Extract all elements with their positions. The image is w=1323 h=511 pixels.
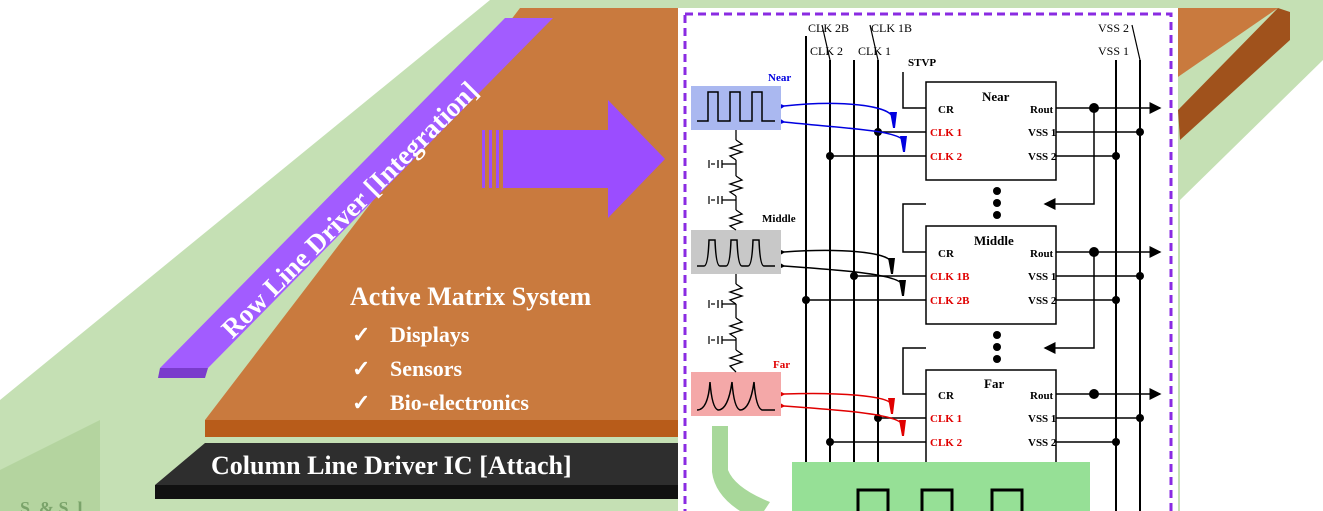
- stage-block-far: Far CR CLK 1 CLK 2 Rout VSS 1 VSS 2: [925, 369, 1057, 469]
- block-middle-title: Middle: [974, 233, 1014, 248]
- block-near-clk-a: CLK 1: [930, 127, 962, 139]
- block-near-vss1: VSS 1: [1028, 127, 1056, 139]
- block-far-cr: CR: [938, 390, 955, 402]
- stage-block-near: Near CR CLK 1 CLK 2 Rout VSS 1 VSS 2: [925, 81, 1057, 181]
- stvp-line: [902, 72, 926, 109]
- block-near-clk-b: CLK 2: [930, 151, 963, 163]
- block-middle-vss2: VSS 2: [1028, 295, 1057, 307]
- vertical-ellipsis-1: [993, 187, 1001, 219]
- block-far-vss1: VSS 1: [1028, 413, 1056, 425]
- vertical-ellipsis-2: [993, 331, 1001, 363]
- waveform-far-label: Far: [773, 359, 790, 371]
- block-middle-dots: [802, 247, 1144, 304]
- bus-lead-ins: [821, 24, 1141, 61]
- block-far-vss2: VSS 2: [1028, 437, 1057, 449]
- feature-item: ✓ Sensors: [352, 352, 529, 386]
- stage-block-middle: Middle CR CLK 1B CLK 2B Rout VSS 1 VSS 2: [925, 225, 1057, 325]
- column-ic-chip: [792, 462, 1090, 511]
- feature-list: ✓ Displays ✓ Sensors ✓ Bio-electronics: [352, 318, 529, 420]
- block-middle-vss1: VSS 1: [1028, 271, 1056, 283]
- board-base-shade: [0, 420, 100, 511]
- block-near-title: Near: [982, 89, 1010, 104]
- label-clk1b: CLK 1B: [871, 21, 912, 35]
- waveform-near: [691, 86, 781, 130]
- probes-far: [773, 388, 906, 436]
- block-middle-cr: CR: [938, 248, 955, 260]
- block-far-clk-a: CLK 1: [930, 413, 962, 425]
- block-middle-clk-b: CLK 2B: [930, 295, 970, 307]
- row-driver-bar: [160, 18, 553, 368]
- feedback-2: [902, 347, 926, 395]
- waveform-far: [691, 372, 781, 416]
- circuit-dashed-border: [683, 12, 1173, 511]
- feature-item: ✓ Bio-electronics: [352, 386, 529, 420]
- probes-near: [772, 101, 907, 152]
- label-vss1: VSS 1: [1098, 44, 1129, 58]
- check-icon: ✓: [352, 390, 371, 415]
- block-far-title: Far: [984, 376, 1004, 391]
- row-driver-bar-edge: [158, 368, 208, 378]
- feature-sensors: Sensors: [390, 356, 463, 381]
- rc-ground-symbols: [708, 160, 715, 344]
- block-near-vss2: VSS 2: [1028, 151, 1057, 163]
- column-ic-pulses: [856, 488, 1024, 511]
- label-vss2: VSS 2: [1098, 21, 1129, 35]
- column-driver-bar: [155, 443, 680, 485]
- system-title: Active Matrix System: [350, 282, 592, 311]
- block-near-rout: Rout: [1030, 104, 1054, 116]
- feature-bio-electronics: Bio-electronics: [390, 390, 529, 415]
- feature-displays: Displays: [390, 322, 470, 347]
- block-middle-wires: [806, 246, 1162, 354]
- block-near-dots: [826, 103, 1144, 160]
- block-middle-rout: Rout: [1030, 248, 1054, 260]
- waveform-near-label: Near: [768, 72, 791, 84]
- check-icon: ✓: [352, 356, 371, 381]
- column-driver-bar-edge: [155, 485, 680, 499]
- label-stvp: STVP: [908, 57, 936, 69]
- chip-connector: [712, 426, 770, 511]
- feature-item: ✓ Displays: [352, 318, 529, 352]
- block-middle-clk-a: CLK 1B: [930, 271, 970, 283]
- block-far-wires: [830, 388, 1162, 443]
- panel-front-edge: [205, 420, 680, 437]
- feedback-1: [902, 203, 926, 253]
- label-clk1: CLK 1: [858, 44, 891, 58]
- corner-text: S. & S. l. .: [20, 498, 97, 511]
- block-near-cr: CR: [938, 104, 955, 116]
- block-far-dots: [826, 389, 1144, 446]
- check-icon: ✓: [352, 322, 371, 347]
- waveform-middle: [691, 230, 781, 274]
- rc-ladder: [717, 130, 745, 373]
- block-far-rout: Rout: [1030, 390, 1054, 402]
- waveform-middle-label: Middle: [762, 213, 796, 225]
- block-far-clk-b: CLK 2: [930, 437, 963, 449]
- column-driver-label: Column Line Driver IC [Attach]: [211, 451, 572, 480]
- block-near-wires: [830, 102, 1162, 210]
- panel-right-edge: [1178, 8, 1290, 140]
- integration-arrow: [482, 100, 665, 218]
- probes-middle: [773, 246, 906, 296]
- label-clk2: CLK 2: [810, 44, 843, 58]
- label-clk2b: CLK 2B: [808, 21, 849, 35]
